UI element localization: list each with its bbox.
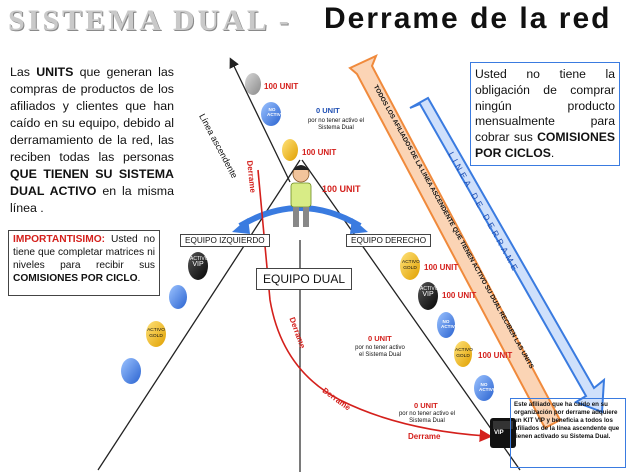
text-segment: VIP xyxy=(422,291,434,298)
text-bold-comisiones: COMISIONES POR CICLO xyxy=(13,273,138,284)
vip-kit-note-box: Este afiliado que ha caído en su organiz… xyxy=(510,398,626,468)
vip-left-ball xyxy=(188,252,208,280)
text-segment: . xyxy=(550,145,555,160)
unit-100-right-2: 100 UNIT xyxy=(442,291,477,300)
ball-label-no-activo: NO ACTIVO xyxy=(267,107,284,117)
text-segment: ACTIVO xyxy=(190,256,209,262)
spill-red-line xyxy=(257,169,493,442)
gold-right-ball-1 xyxy=(400,252,420,280)
unit-0-right-1: 0 UNIT xyxy=(368,334,392,343)
left-blue-ball-1 xyxy=(169,285,187,309)
text-segment: ACTIVO xyxy=(420,286,439,292)
split-arc-right-head xyxy=(350,218,368,234)
left-blue-ball-2 xyxy=(121,358,141,384)
left-leg-line xyxy=(97,159,301,471)
inactive-note-right-1: por no tener activo el Sistema Dual xyxy=(355,345,405,358)
text-segment: GOLD xyxy=(149,334,163,339)
ascending-line xyxy=(229,57,291,183)
text-segment: VIP xyxy=(192,261,204,268)
unit-100-top: 100 UNIT xyxy=(264,82,299,91)
text-segment: Usted no tiene que completar matrices ni… xyxy=(13,234,155,271)
title-sistema-dual: SISTEMA DUAL - xyxy=(8,4,292,37)
right-blue-ball-1 xyxy=(437,312,455,338)
unit-100-mid: 100 UNIT xyxy=(302,148,337,157)
right-leg-line xyxy=(301,159,521,471)
gold-left-ball xyxy=(146,321,166,347)
text-segment: en la misma línea . xyxy=(10,184,174,215)
text-segment: que generan las compras de productos de … xyxy=(10,65,174,164)
unit-0-right-2: 0 UNIT xyxy=(414,401,438,410)
text-bold-units: UNITS xyxy=(36,65,74,79)
unit-100-right-1: 100 UNIT xyxy=(424,263,459,272)
vip-right-ball xyxy=(418,282,438,310)
text-segment: Las xyxy=(10,65,37,79)
text-segment: ACTIVO xyxy=(402,260,420,265)
unit-0-top: 0 UNIT xyxy=(316,106,340,115)
gold-right-ball-2 xyxy=(454,341,472,367)
text-segment: GOLD xyxy=(403,266,417,271)
important-note-box: IMPORTANTISIMO: Usted no tiene que compl… xyxy=(8,230,160,296)
blue-arrow xyxy=(409,96,606,414)
text-segment: . xyxy=(137,273,141,284)
unit-100-person: 100 UNIT xyxy=(322,184,361,194)
text-segment: NO ACTIVO xyxy=(479,382,497,392)
text-segment: ACTIVO xyxy=(455,348,473,353)
vip-kit-box-icon xyxy=(490,418,516,448)
unit-100-right-3: 100 UNIT xyxy=(478,351,513,360)
title-derrame-de-la-red: Derrame de la red xyxy=(324,2,612,35)
person-icon xyxy=(290,165,312,227)
inactive-note-right-2: por no tener activo el Sistema Dual xyxy=(398,411,456,424)
vip-kit-label: VIP xyxy=(494,430,504,436)
text-segment: NO ACTIVO xyxy=(441,319,459,329)
split-arc-left-head xyxy=(232,218,250,234)
team-left-label: EQUIPO IZQUIERDO xyxy=(180,234,270,247)
team-right-label: EQUIPO DERECHO xyxy=(346,234,432,247)
gray-affiliate-ball xyxy=(245,73,261,95)
text-bold-comisiones-ciclos: COMISIONES POR CICLOS xyxy=(475,130,615,160)
text-bold-dual-activo: QUE TIENEN SU SISTEMA DUAL ACTIVO xyxy=(10,167,174,198)
text-segment: GOLD xyxy=(456,354,470,359)
inactive-affiliate-ball xyxy=(261,102,281,126)
important-label: IMPORTANTISIMO: xyxy=(13,234,106,245)
inactive-note-top: por no tener activo el Sistema Dual xyxy=(307,118,365,131)
ball-label-no-activo-3: NO ACTIVO xyxy=(479,382,496,392)
ball-label-no-activo-2: NO ACTIVO xyxy=(441,319,458,329)
text-segment: Usted no tiene la obligación de comprar … xyxy=(475,67,615,145)
units-explanation-text: Las UNITS que generan las compras de pro… xyxy=(10,64,174,217)
right-blue-ball-2 xyxy=(474,375,494,401)
gold-affiliate-ball xyxy=(282,139,298,161)
derrame-label-4: Derrame xyxy=(408,432,441,441)
no-obligation-box: Usted no tiene la obligación de comprar … xyxy=(470,62,620,166)
text-segment: NO ACTIVO xyxy=(267,107,285,117)
team-dual-label: EQUIPO DUAL xyxy=(256,268,353,290)
orange-arrow xyxy=(348,54,562,430)
text-segment: ACTIVO xyxy=(147,328,165,333)
split-arc xyxy=(238,205,362,229)
